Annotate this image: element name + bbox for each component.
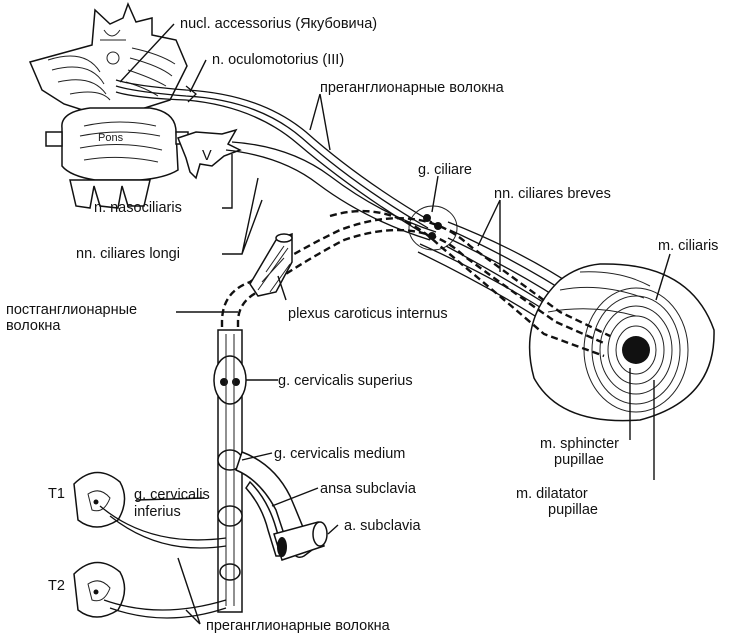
pons-label: Pons <box>98 132 124 144</box>
postganglionic-sympathetic-fibers <box>220 209 611 360</box>
label-ciliares-longi: nn. ciliares longi <box>76 246 180 262</box>
ansa-subclavia <box>235 451 328 561</box>
label-ciliares-breves: nn. ciliares breves <box>494 186 611 202</box>
label-cerv-inf-1: g. cervicalis <box>134 487 210 503</box>
label-postganglionic-1: постганглионарные <box>6 302 137 318</box>
carotid-plexus <box>249 232 293 297</box>
spinal-segment-t2 <box>73 561 227 619</box>
medulla <box>69 179 151 209</box>
midbrain <box>28 1 188 115</box>
label-preganglionic-top: преганглионарные волокна <box>320 80 505 96</box>
label-ciliare: g. ciliare <box>418 162 472 178</box>
spinal-segment-t1 <box>73 471 227 549</box>
leader-lines <box>119 23 671 625</box>
trigeminal-label: V <box>202 148 212 164</box>
label-cerv-inf-2: inferius <box>134 504 181 520</box>
label-dilatator-2: pupillae <box>548 502 598 518</box>
label-nucl-accessorius: nucl. accessorius (Якубовича) <box>180 16 377 32</box>
preganglionic-bundle <box>115 79 433 235</box>
trigeminal-nerve: V <box>177 128 242 180</box>
label-ansa: ansa subclavia <box>320 481 417 497</box>
pons: Pons <box>45 107 189 181</box>
label-cerv-sup: g. cervicalis superius <box>278 373 413 389</box>
eyeball <box>528 263 715 422</box>
label-t2: T2 <box>48 578 65 594</box>
label-oculomotorius: n. oculomotorius (III) <box>212 52 344 68</box>
label-preganglionic-bottom: преганглионарные волокна <box>206 618 391 634</box>
label-subclavia: a. subclavia <box>344 518 422 534</box>
label-sphincter-2: pupillae <box>554 452 604 468</box>
sympathetic-trunk <box>213 329 247 613</box>
label-ciliaris: m. ciliaris <box>658 238 718 254</box>
label-postganglionic-2: волокна <box>6 318 61 334</box>
label-cerv-med: g. cervicalis medium <box>274 446 405 462</box>
label-dilatator-1: m. dilatator <box>516 486 588 502</box>
label-nasociliaris: n. nasociliaris <box>94 200 182 216</box>
label-plexus: plexus caroticus internus <box>288 306 448 322</box>
label-sphincter-1: m. sphincter <box>540 436 619 452</box>
label-t1: T1 <box>48 486 65 502</box>
